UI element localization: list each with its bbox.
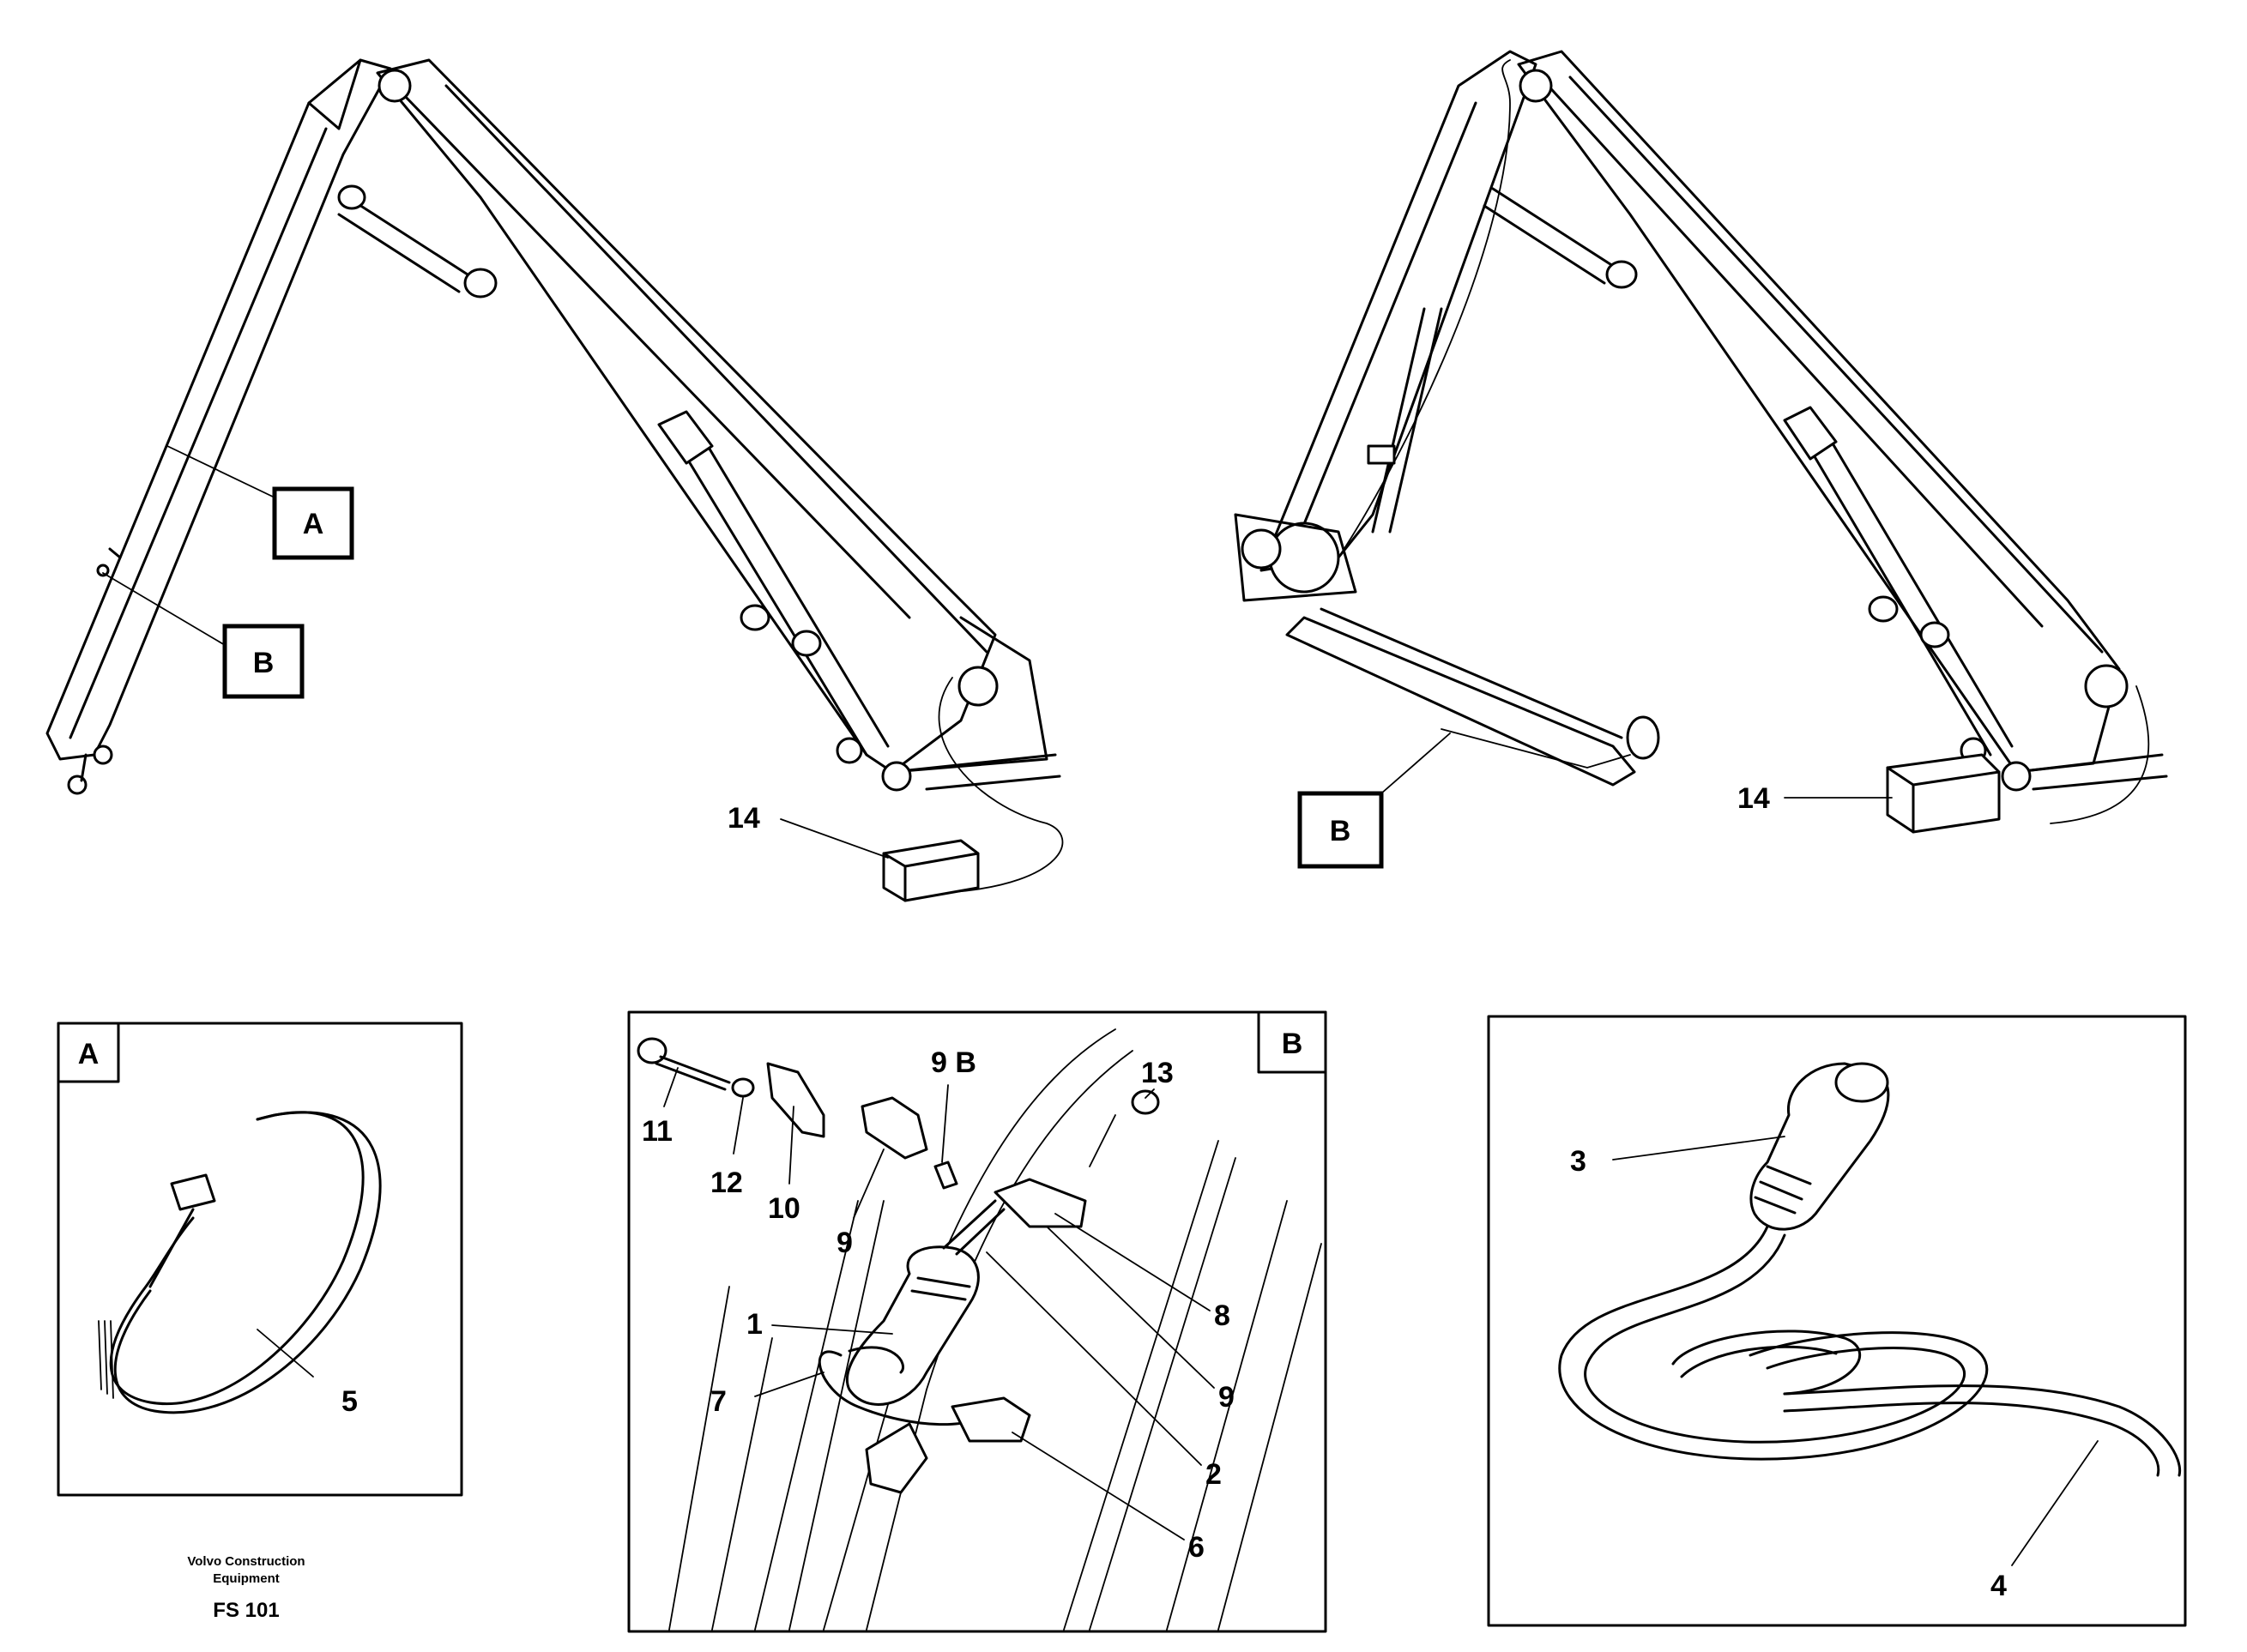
footer-company-line1: Volvo Construction xyxy=(187,1554,305,1569)
callout-14-right: 14 xyxy=(1737,782,1893,815)
label-9b: 9 B xyxy=(931,1046,976,1079)
label-7: 7 xyxy=(710,1385,727,1418)
label-1: 1 xyxy=(746,1308,763,1341)
callout-14-left: 14 xyxy=(728,802,889,859)
detail-cable-panel: 3 4 xyxy=(1487,1015,2187,1627)
detail-b-tag: B xyxy=(1282,1028,1303,1060)
label-8: 8 xyxy=(1214,1299,1230,1332)
label-2: 2 xyxy=(1205,1458,1222,1491)
callout-b-right-label: B xyxy=(1330,815,1351,847)
label-9-lower: 9 xyxy=(1218,1381,1235,1414)
detail-b-panel: B xyxy=(627,1010,1327,1633)
label-5: 5 xyxy=(341,1385,358,1418)
callout-b-left-label: B xyxy=(253,647,275,679)
label-6: 6 xyxy=(1188,1531,1205,1564)
footer-company-line2: Equipment xyxy=(213,1571,280,1586)
label-9-upper: 9 xyxy=(837,1227,853,1259)
footer: Volvo Construction Equipment FS 101 xyxy=(187,1554,305,1622)
callout-b-left: B xyxy=(102,572,305,699)
callout-a-left: A xyxy=(166,445,354,560)
label-3: 3 xyxy=(1570,1145,1586,1178)
left-boom-illustration xyxy=(45,58,1064,902)
detail-a-tag: A xyxy=(78,1038,100,1070)
label-4: 4 xyxy=(1990,1570,2007,1602)
right-boom-illustration xyxy=(1234,50,2168,834)
label-12: 12 xyxy=(710,1167,743,1199)
footer-code: FS 101 xyxy=(213,1599,279,1622)
label-11: 11 xyxy=(642,1115,673,1148)
label-14-right: 14 xyxy=(1737,782,1770,815)
callout-a-left-label: A xyxy=(303,508,324,540)
callout-b-right: B xyxy=(1297,733,1451,869)
label-10: 10 xyxy=(768,1192,800,1225)
detail-a-panel: A 5 xyxy=(57,1022,463,1497)
label-13: 13 xyxy=(1141,1057,1174,1089)
label-14-left: 14 xyxy=(728,802,760,835)
